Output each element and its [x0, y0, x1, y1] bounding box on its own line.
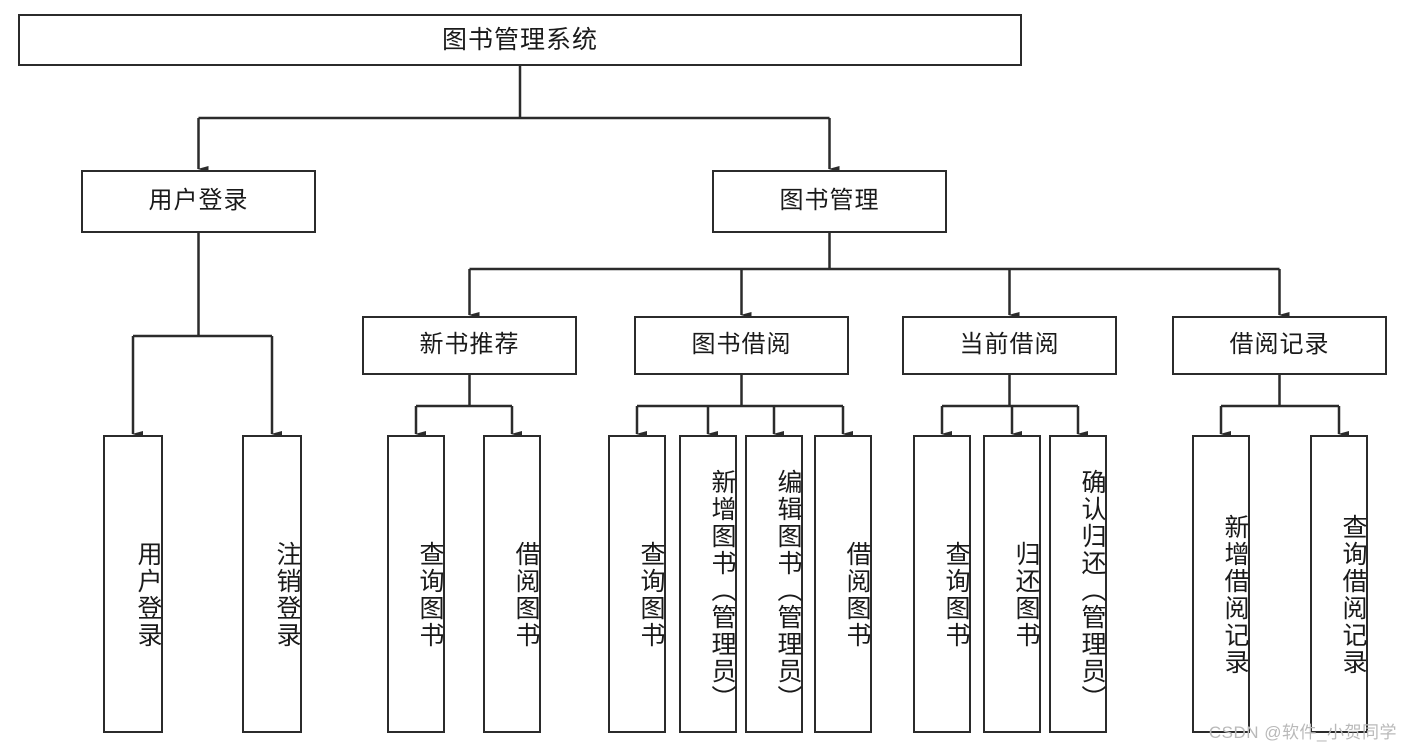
- node-label: 查询图书: [942, 541, 970, 649]
- node-label: 用户登录: [148, 187, 249, 215]
- node-leaf-user-login[interactable]: 用户登录: [103, 435, 163, 733]
- node-label: 新增借阅记录: [1221, 514, 1249, 676]
- node-current-borrow[interactable]: 当前借阅: [902, 316, 1117, 375]
- node-label: 查询借阅记录: [1339, 514, 1367, 676]
- node-label: 编辑图书（管理员）: [774, 468, 802, 712]
- node-label: 当前借阅: [959, 331, 1060, 359]
- node-label: 查询图书: [637, 541, 665, 649]
- node-leaf-bb-add[interactable]: 新增图书（管理员）: [679, 435, 737, 733]
- node-label: 图书借阅: [691, 331, 792, 359]
- node-leaf-cb-return[interactable]: 归还图书: [983, 435, 1041, 733]
- node-label: 借阅图书: [843, 541, 871, 649]
- node-leaf-bb-query[interactable]: 查询图书: [608, 435, 666, 733]
- node-root[interactable]: 图书管理系统: [18, 14, 1022, 66]
- node-label: 查询图书: [416, 541, 444, 649]
- node-new-book-rec[interactable]: 新书推荐: [362, 316, 577, 375]
- node-leaf-logout[interactable]: 注销登录: [242, 435, 302, 733]
- node-borrow-record[interactable]: 借阅记录: [1172, 316, 1387, 375]
- node-leaf-nbr-borrow[interactable]: 借阅图书: [483, 435, 541, 733]
- node-label: 图书管理系统: [441, 26, 598, 54]
- node-label: 新书推荐: [419, 331, 520, 359]
- node-leaf-bb-edit[interactable]: 编辑图书（管理员）: [745, 435, 803, 733]
- connector-lines: [131, 66, 1349, 437]
- node-label: 图书管理: [779, 187, 880, 215]
- node-label: 确认归还（管理员）: [1078, 468, 1106, 712]
- node-leaf-br-query[interactable]: 查询借阅记录: [1310, 435, 1368, 733]
- node-label: 借阅图书: [512, 541, 540, 649]
- node-leaf-cb-query[interactable]: 查询图书: [913, 435, 971, 733]
- node-leaf-bb-borrow[interactable]: 借阅图书: [814, 435, 872, 733]
- node-user-login[interactable]: 用户登录: [81, 170, 316, 233]
- node-leaf-br-add[interactable]: 新增借阅记录: [1192, 435, 1250, 733]
- node-leaf-cb-confirm[interactable]: 确认归还（管理员）: [1049, 435, 1107, 733]
- node-label: 归还图书: [1012, 541, 1040, 649]
- watermark-text: CSDN @软件_小贺同学: [1208, 723, 1397, 742]
- node-label: 新增图书（管理员）: [708, 468, 736, 712]
- node-book-manage[interactable]: 图书管理: [712, 170, 947, 233]
- node-label: 用户登录: [134, 541, 162, 649]
- node-book-borrow[interactable]: 图书借阅: [634, 316, 849, 375]
- node-label: 借阅记录: [1229, 331, 1330, 359]
- node-leaf-nbr-query[interactable]: 查询图书: [387, 435, 445, 733]
- node-label: 注销登录: [273, 541, 301, 649]
